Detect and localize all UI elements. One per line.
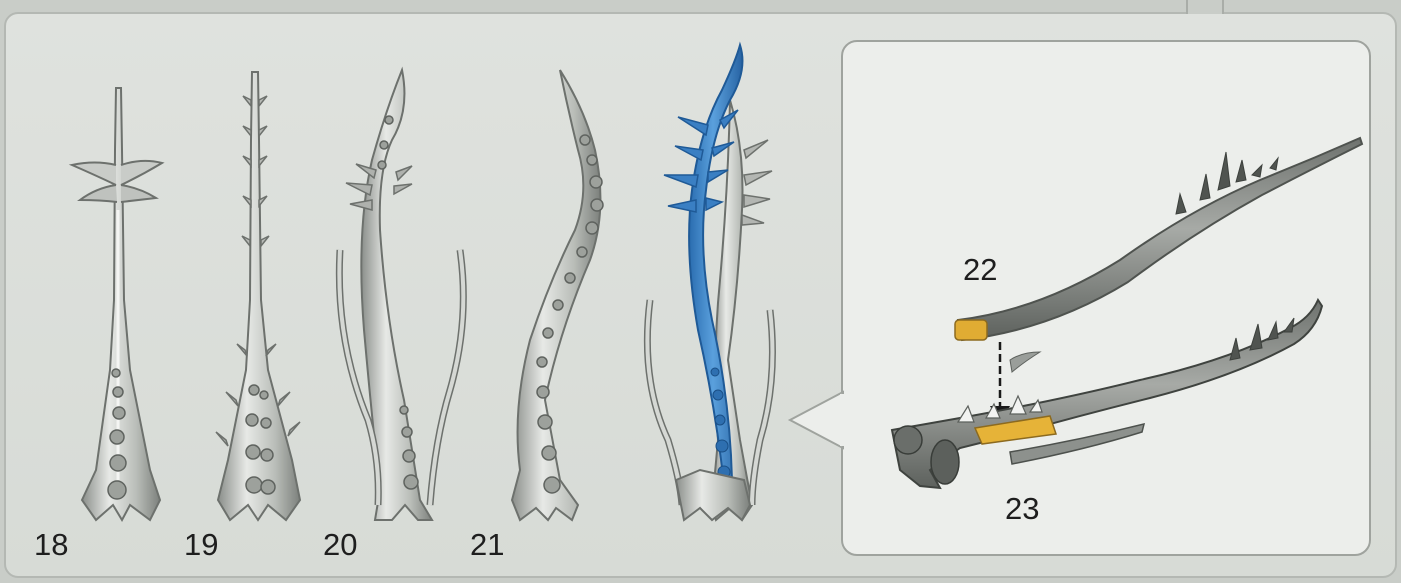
label-19: 19 <box>184 529 218 560</box>
specimen-21 <box>512 70 603 520</box>
specimen-20 <box>339 70 463 520</box>
callout-upper-element <box>955 138 1362 340</box>
yellow-articular-surface-upper <box>955 320 987 340</box>
specimen-19 <box>216 72 300 520</box>
label-20: 20 <box>323 529 357 560</box>
callout-pointer <box>790 392 843 448</box>
specimen-18 <box>72 88 162 520</box>
label-23: 23 <box>1005 493 1039 524</box>
label-22: 22 <box>963 254 997 285</box>
label-21: 21 <box>470 529 504 560</box>
label-18: 18 <box>34 529 68 560</box>
specimen-composite <box>647 45 772 520</box>
callout-pointer-joint <box>840 394 846 446</box>
